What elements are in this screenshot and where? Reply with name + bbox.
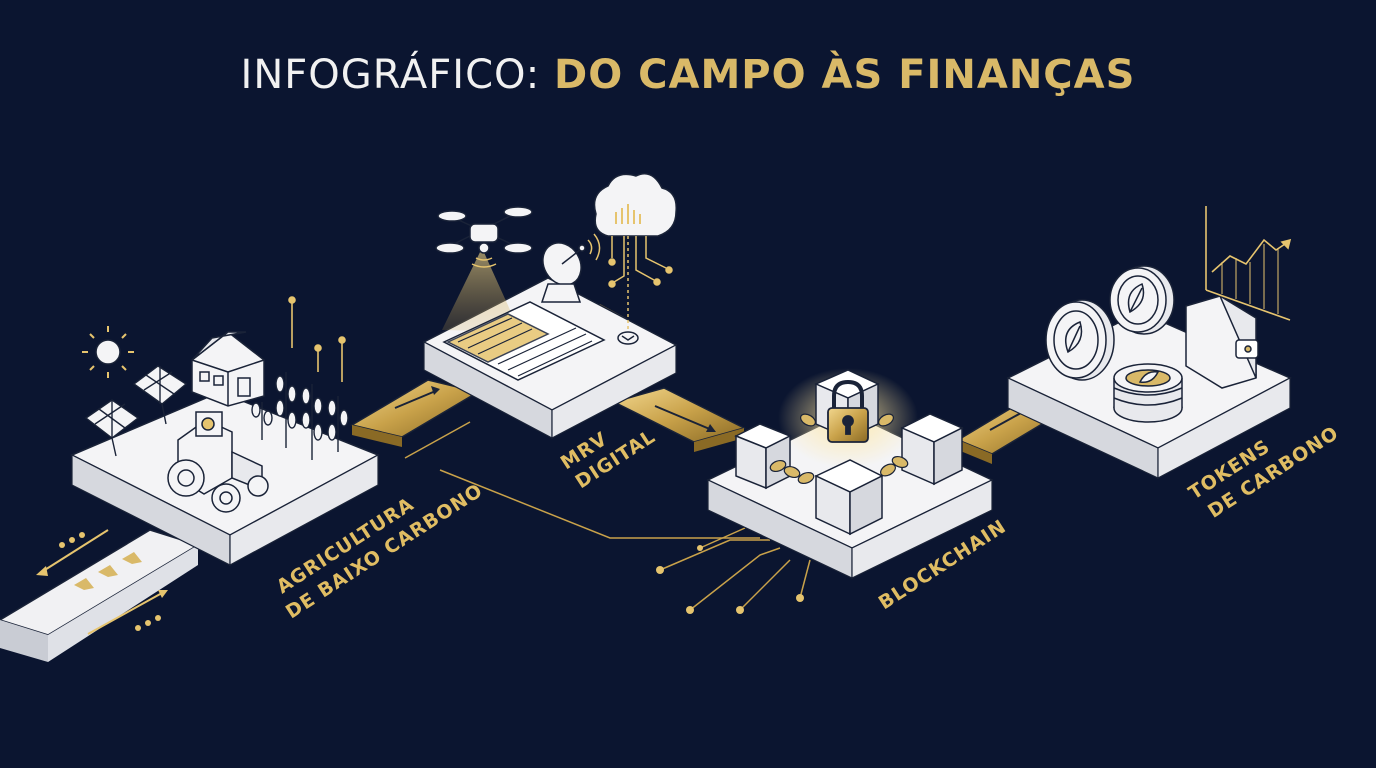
document-icon <box>442 301 606 381</box>
cloud-data-icon <box>593 173 677 345</box>
platform-blockchain <box>706 368 994 579</box>
tractor-icon <box>167 411 269 513</box>
drone-icon <box>435 206 533 268</box>
entry-path <box>0 529 200 662</box>
crop-sensor-lines <box>288 296 346 382</box>
coin-icon <box>1045 265 1183 423</box>
platform-agriculture <box>70 296 380 567</box>
chain-icon <box>769 413 909 485</box>
platform-mrv <box>422 173 678 439</box>
lock-icon <box>827 379 869 443</box>
satellite-dish-icon <box>540 233 601 303</box>
platform-tokens <box>1006 206 1292 479</box>
connector-mrv-chain <box>611 387 747 452</box>
solar-panel-icon <box>84 365 188 457</box>
scan-beam <box>442 248 520 332</box>
page-title: INFOGRÁFICO: DO CAMPO ÀS FINANÇAS <box>0 52 1376 98</box>
connector-agri-mrv <box>350 379 480 447</box>
title-part-1: INFOGRÁFICO: <box>240 52 554 98</box>
growth-chart-icon <box>1205 206 1292 321</box>
crop-icon <box>251 372 349 460</box>
wallet-icon <box>1185 294 1259 389</box>
circuit-nodes <box>656 545 804 614</box>
coin-stack <box>1113 363 1183 423</box>
barn-icon <box>191 331 265 407</box>
title-part-2: DO CAMPO ÀS FINANÇAS <box>554 52 1136 98</box>
sun-icon <box>82 326 134 378</box>
